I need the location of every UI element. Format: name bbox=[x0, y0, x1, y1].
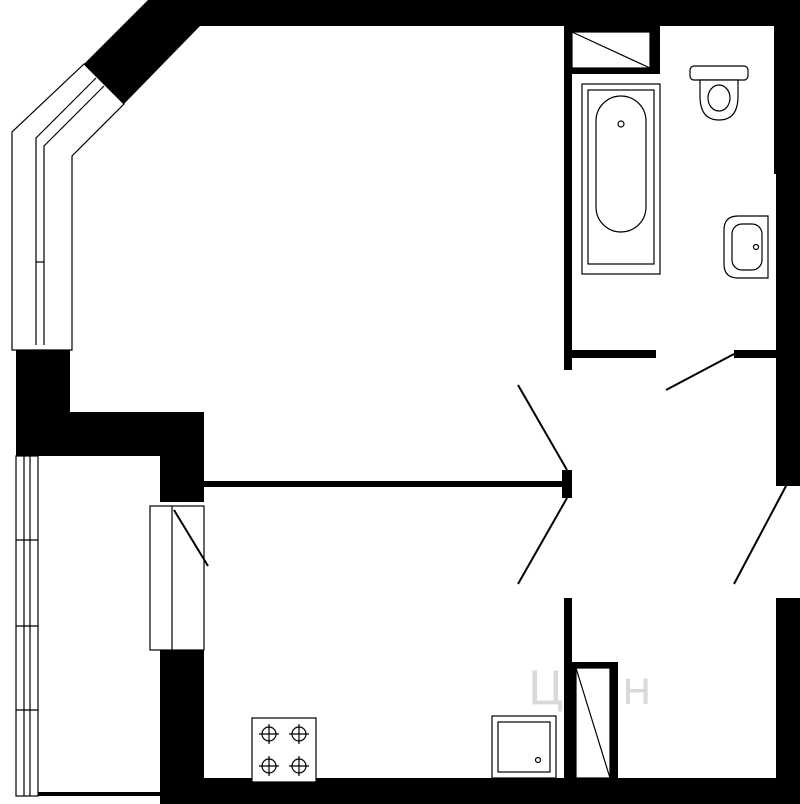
stove bbox=[251, 717, 317, 783]
washbasin bbox=[723, 215, 769, 279]
shower-tray bbox=[491, 715, 557, 779]
bathtub bbox=[581, 83, 661, 275]
interior-walls bbox=[204, 26, 776, 779]
balcony-window bbox=[15, 455, 160, 797]
exterior-walls bbox=[16, 0, 800, 804]
doors bbox=[517, 353, 787, 585]
balcony-door bbox=[149, 505, 209, 651]
bay-window bbox=[11, 63, 125, 351]
toilet bbox=[689, 65, 749, 121]
